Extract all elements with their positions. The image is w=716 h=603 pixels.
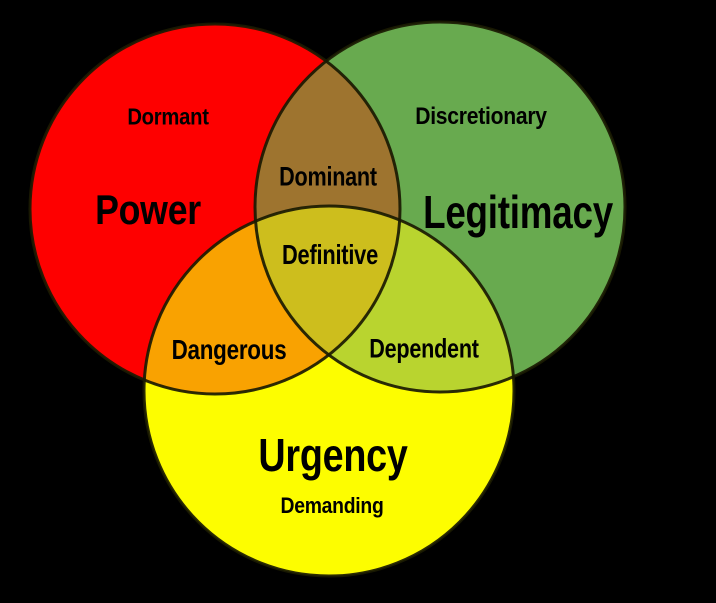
- power-circle-label: Power: [95, 186, 201, 233]
- dominant-region-label: Dominant: [279, 161, 377, 192]
- legitimacy-circle-outline: [253, 20, 627, 394]
- definitive-region-label: Definitive: [282, 239, 378, 270]
- discretionary-region-label: Discretionary: [415, 103, 547, 130]
- urgency-circle-outline: [142, 204, 516, 578]
- power-circle-outline: [28, 22, 402, 396]
- dormant-region-label: Dormant: [127, 103, 209, 130]
- dangerous-region-label: Dangerous: [171, 334, 287, 365]
- demanding-region-label: Demanding: [280, 493, 384, 518]
- legitimacy-circle-label: Legitimacy: [423, 186, 613, 238]
- dependent-region-label: Dependent: [369, 333, 479, 364]
- urgency-circle-label: Urgency: [258, 429, 408, 481]
